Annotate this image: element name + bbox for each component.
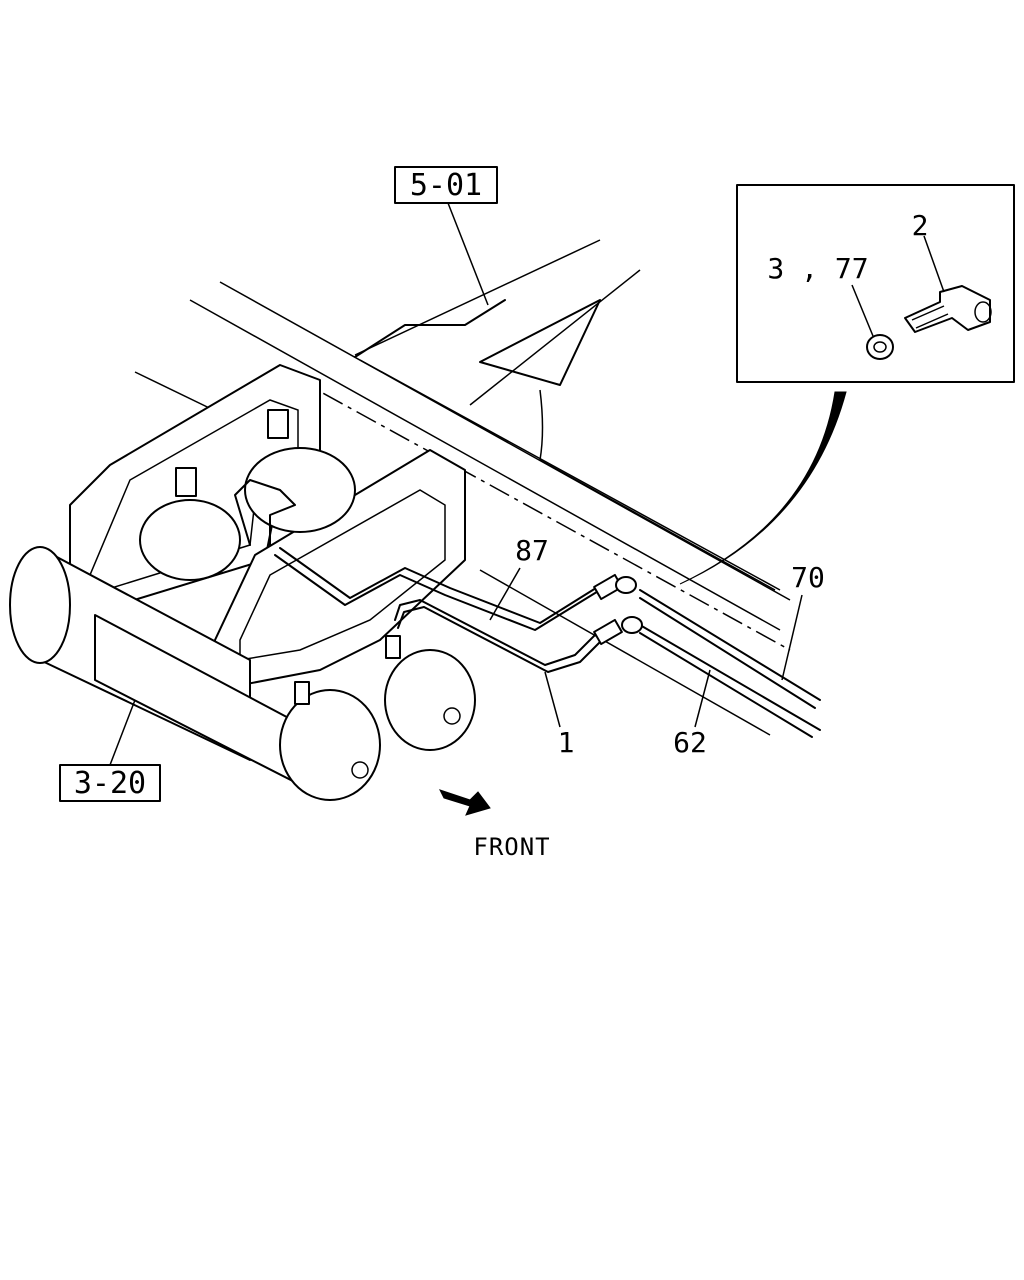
callout-1: 1 — [544, 671, 575, 759]
callout-62: 62 — [673, 669, 711, 759]
front-arrow-icon — [439, 789, 491, 816]
part-number-3-77: 3 , 77 — [767, 252, 868, 285]
front-direction: FRONT — [439, 789, 550, 861]
callout-87: 87 — [489, 534, 549, 621]
nut-detail — [866, 334, 894, 360]
detail-inset — [736, 184, 1015, 383]
ref-label-tank: 3-20 — [74, 766, 146, 801]
front-label: FRONT — [473, 833, 550, 861]
ref-box-tank: 3-20 — [59, 699, 161, 802]
callout-2: 2 — [912, 209, 929, 242]
callout-70: 70 — [781, 561, 825, 681]
part-number-1: 1 — [558, 726, 575, 759]
vehicle-frame — [134, 239, 791, 736]
detail-callout-arrow — [679, 391, 847, 585]
part-number-2: 2 — [912, 209, 929, 242]
callout-3-77: 3 , 77 — [767, 252, 868, 285]
fitting-detail — [904, 285, 992, 333]
brake-pipes — [234, 479, 821, 738]
ref-label-frame: 5-01 — [410, 168, 482, 203]
ref-box-frame: 5-01 — [394, 166, 498, 306]
brake-bracket-assembly — [9, 364, 476, 801]
part-number-70: 70 — [791, 561, 825, 594]
part-number-87: 87 — [515, 534, 549, 567]
part-number-62: 62 — [673, 726, 707, 759]
